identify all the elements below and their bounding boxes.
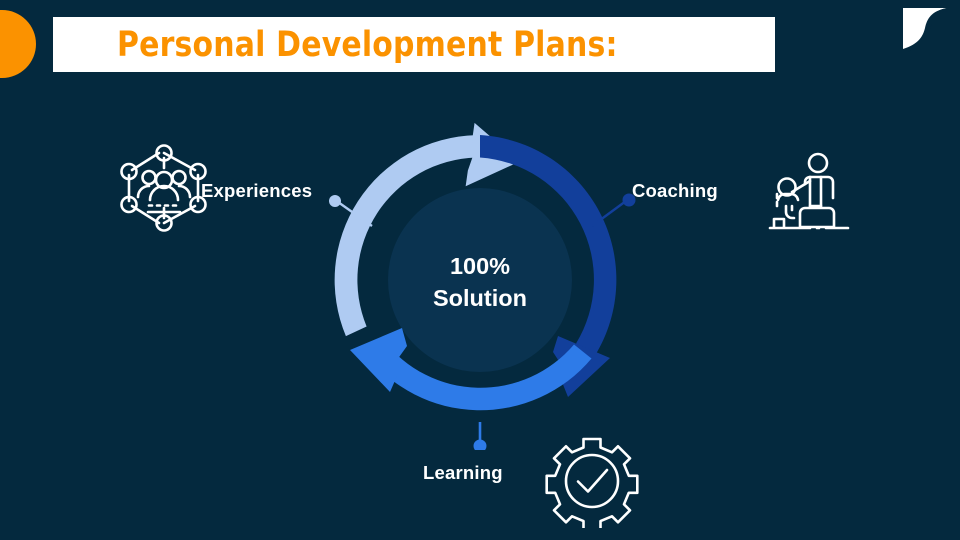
connector-learning (473, 422, 487, 450)
orange-accent-circle (0, 10, 36, 78)
company-logo (903, 8, 947, 52)
center-value: 100% (450, 253, 510, 279)
page-title: Personal Development Plans: (117, 24, 618, 65)
circular-process-diagram: 100% Solution (329, 122, 636, 450)
arc-learning (350, 328, 592, 411)
gear-check-icon (545, 437, 639, 528)
network-people-icon (120, 144, 207, 232)
inner-disc (388, 188, 572, 372)
connector-coaching (591, 193, 636, 227)
node-label-coaching: Coaching (632, 180, 718, 201)
node-label-experiences: Experiences (201, 180, 313, 201)
coaching-mentor-icon (768, 152, 850, 230)
node-label-learning: Learning (423, 462, 503, 483)
title-bar: Personal Development Plans: (53, 17, 775, 72)
center-caption: Solution (433, 285, 527, 311)
connector-experiences (329, 195, 373, 227)
